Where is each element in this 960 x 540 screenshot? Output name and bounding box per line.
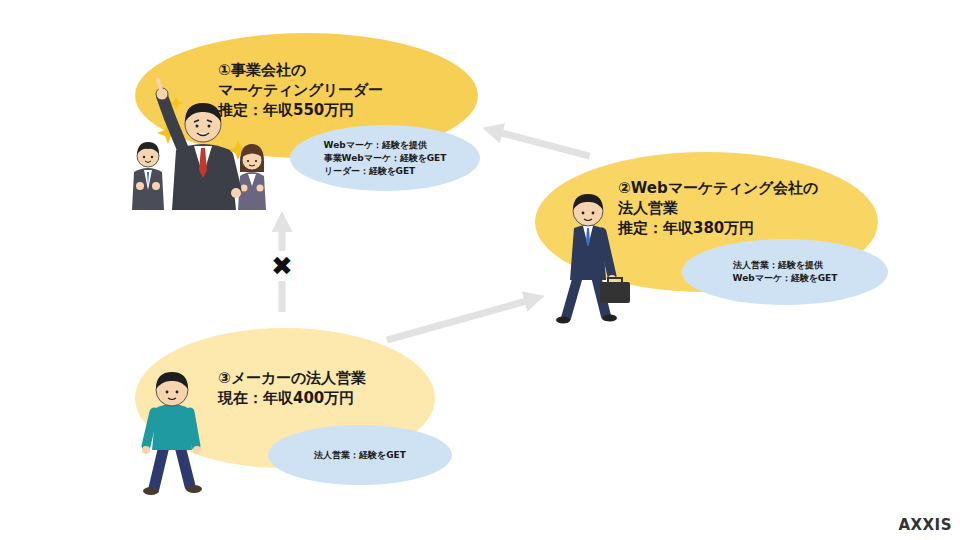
text-group: ③メーカーの法人営業現在：年収400万円 bbox=[218, 368, 366, 408]
ellipse-outline bbox=[682, 239, 888, 305]
experience-ellipse: 法人営業：経験をGET bbox=[268, 425, 452, 485]
career-ellipse: ③メーカーの法人営業現在：年収400万円法人営業：経験をGET bbox=[135, 328, 435, 468]
salary-text: 推定：年収380万円 bbox=[618, 218, 833, 238]
experience-note: 法人営業：経験を提供 bbox=[733, 259, 838, 272]
experience-ellipse: 法人営業：経験を提供Webマーケ：経験をGET bbox=[682, 239, 888, 305]
salary-text: 推定：年収550万円 bbox=[218, 100, 433, 120]
sparkle bbox=[157, 96, 248, 160]
text-group: Webマーケ：経験を提供事業Webマーケ：経験をGETリーダー：経験をGET bbox=[290, 125, 480, 191]
text-stack: 法人営業：経験をGET bbox=[314, 449, 406, 462]
edge-label-holder: ✖ bbox=[268, 252, 296, 280]
marketing-leader-figure bbox=[156, 80, 241, 210]
text-group: ②Webマーケティング会社の 法人営業推定：年収380万円 bbox=[618, 178, 833, 238]
career-arrow bbox=[387, 298, 537, 340]
text-stack: Webマーケ：経験を提供事業Webマーケ：経験をGETリーダー：経験をGET bbox=[324, 139, 447, 178]
salary-text: 現在：年収400万円 bbox=[218, 388, 366, 408]
label-holder: AXXIS bbox=[898, 515, 952, 534]
role-title: ②Webマーケティング会社の 法人営業 bbox=[618, 178, 833, 218]
experience-note: 事業Webマーケ：経験をGET bbox=[324, 152, 447, 165]
ellipse-fill bbox=[682, 239, 888, 305]
web-sales-figure bbox=[556, 194, 630, 324]
text-group: 法人営業：経験を提供Webマーケ：経験をGET bbox=[682, 239, 888, 305]
experience-note: Webマーケ：経験をGET bbox=[733, 272, 838, 285]
career-arrow bbox=[490, 130, 589, 156]
blocked-mark: ✖ bbox=[268, 251, 296, 281]
text-group: 法人営業：経験をGET bbox=[268, 425, 452, 485]
ellipse-fill bbox=[268, 425, 452, 485]
ellipse-fill bbox=[290, 125, 480, 191]
maker-sales-figure bbox=[142, 372, 202, 495]
experience-note: Webマーケ：経験を提供 bbox=[324, 139, 447, 152]
role-title: ③メーカーの法人営業 bbox=[218, 368, 366, 388]
company-logo: AXXIS bbox=[898, 516, 952, 534]
cheering-colleague bbox=[132, 142, 164, 210]
cheering-colleague bbox=[238, 144, 266, 210]
experience-ellipse: Webマーケ：経験を提供事業Webマーケ：経験をGETリーダー：経験をGET bbox=[290, 125, 480, 191]
experience-note: リーダー：経験をGET bbox=[324, 165, 447, 178]
experience-note: 法人営業：経験をGET bbox=[314, 449, 406, 462]
career-ellipse: ①事業会社の マーケティングリーダー推定：年収550万円 Webマーケ：経験を提供… bbox=[135, 33, 478, 158]
role-title: ①事業会社の マーケティングリーダー bbox=[218, 60, 433, 100]
career-ellipse: ②Webマーケティング会社の 法人営業推定：年収380万円法人営業：経験を提供W… bbox=[535, 152, 878, 292]
text-group: ①事業会社の マーケティングリーダー推定：年収550万円 bbox=[218, 60, 433, 120]
text-stack: 法人営業：経験を提供Webマーケ：経験をGET bbox=[733, 259, 838, 285]
